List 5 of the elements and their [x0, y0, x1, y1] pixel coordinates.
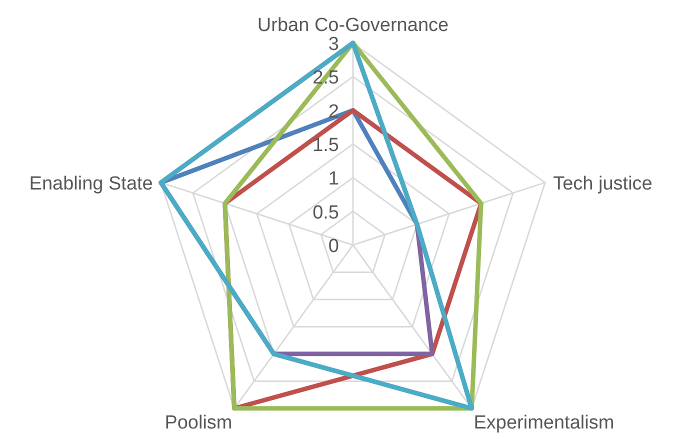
axis-label: Urban Co-Governance	[257, 15, 449, 36]
axis-label: Enabling State	[29, 174, 153, 195]
axis-label: Poolism	[164, 412, 232, 434]
axis-label: Tech justice	[553, 174, 652, 195]
axis-label: Experimentalism	[474, 412, 614, 434]
